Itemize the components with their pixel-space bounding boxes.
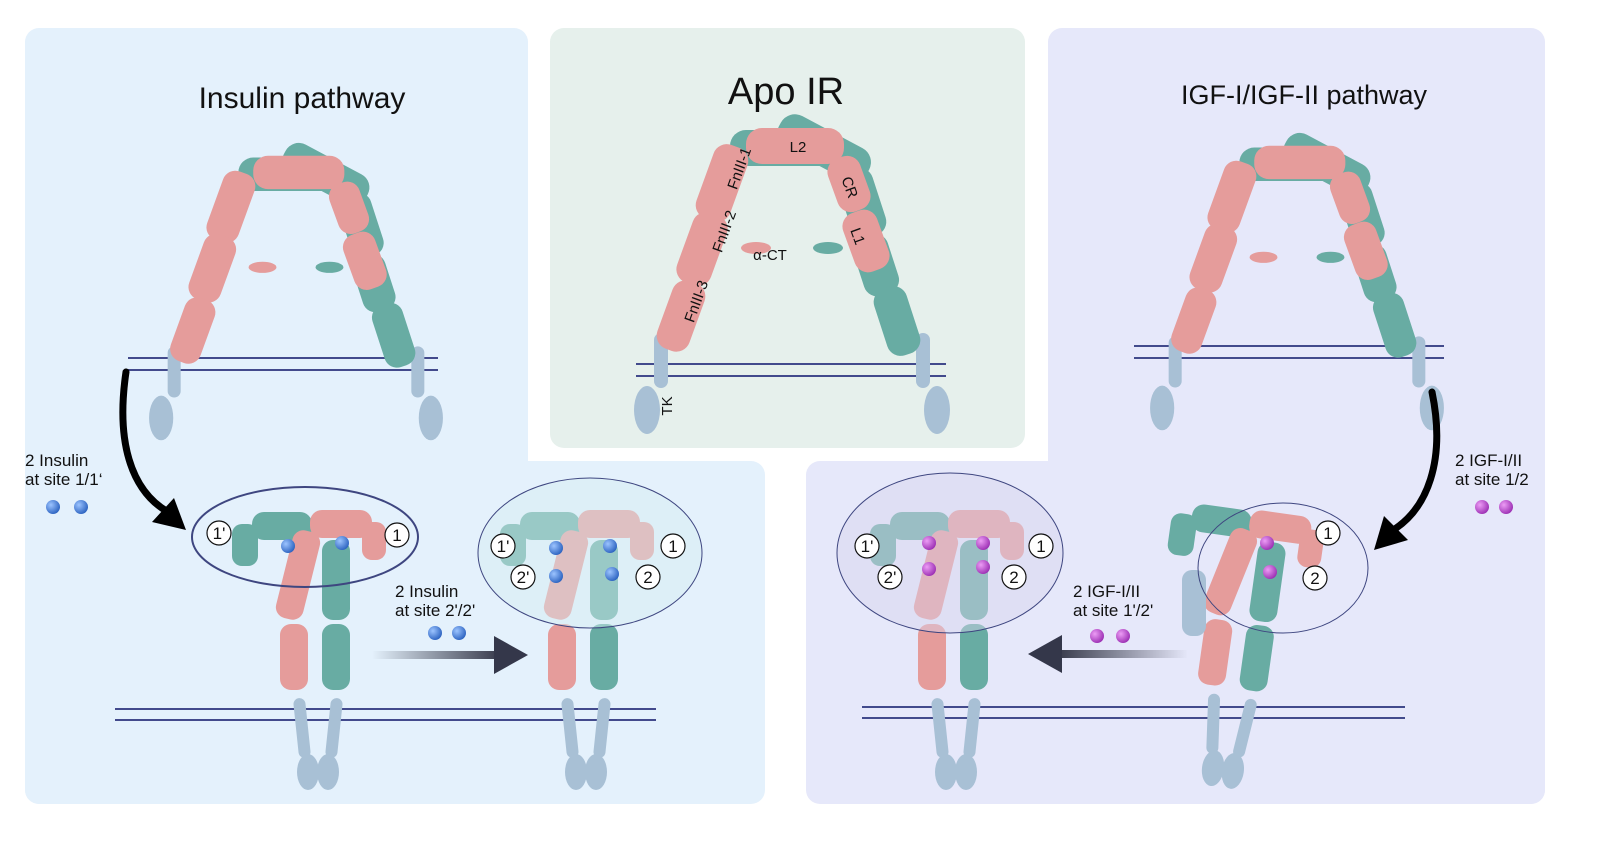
site-marker-ins2-1p: 1' [490, 533, 516, 559]
svg-text:1': 1' [497, 537, 510, 556]
svg-text:1: 1 [1036, 537, 1045, 556]
site-marker-igf2-1: 1 [1028, 533, 1054, 559]
svg-text:2: 2 [1310, 569, 1319, 588]
svg-text:2': 2' [884, 568, 897, 587]
site-marker-igf2-2p: 2' [877, 564, 903, 590]
free-igf-ligands-step2 [1090, 629, 1130, 643]
site-marker-igf2-1p: 1' [854, 533, 880, 559]
igf-step2-label-line2: at site 1'/2' [1073, 601, 1153, 620]
free-insulin-ligands-step1 [46, 500, 88, 514]
site-marker-ins1-1: 1 [384, 522, 410, 548]
igf-step1-label-line1: 2 IGF-I/II [1455, 451, 1522, 470]
svg-text:2: 2 [643, 568, 652, 587]
insulin-step1-label-line2: at site 1/1‘ [25, 470, 103, 489]
svg-text:1: 1 [1323, 524, 1332, 543]
svg-text:1: 1 [392, 526, 401, 545]
site-marker-igf1-2: 2 [1302, 565, 1328, 591]
bound-igf-ligands [922, 536, 1277, 579]
svg-text:1: 1 [668, 537, 677, 556]
domain-label-tk: TK [659, 396, 676, 415]
igf-panel-title: IGF-I/IGF-II pathway [1181, 80, 1428, 110]
domain-label-l1: L1 [846, 226, 868, 247]
insulin-site-ellipse-1 [191, 486, 419, 588]
igf-step2-label-line1: 2 IGF-I/II [1073, 582, 1140, 601]
svg-text:1': 1' [213, 524, 226, 543]
svg-text:1': 1' [861, 537, 874, 556]
svg-text:2: 2 [1009, 568, 1018, 587]
insulin-step2-label-line2: at site 2'/2' [395, 601, 475, 620]
site-marker-ins2-2: 2 [635, 564, 661, 590]
domain-label-act: α-CT [753, 247, 787, 264]
insulin-site-ellipse-2 [477, 477, 703, 629]
apo-panel-title: Apo IR [728, 71, 844, 113]
insulin-panel-title: Insulin pathway [199, 82, 406, 115]
domain-label-cr: CR [838, 174, 861, 200]
site-marker-ins2-2p: 2' [510, 564, 536, 590]
insulin-step1-label-line1: 2 Insulin [25, 451, 88, 470]
site-marker-ins2-1: 1 [660, 533, 686, 559]
free-insulin-ligands-step2 [428, 626, 466, 640]
igf-site-ellipse-2 [836, 472, 1064, 634]
igf-step1-arrow [1374, 388, 1441, 550]
igf-site-ellipse-1 [1197, 502, 1369, 634]
free-igf-ligands-step1 [1475, 500, 1513, 514]
insulin-step2-label-line1: 2 Insulin [395, 582, 458, 601]
site-marker-igf1-1: 1 [1315, 520, 1341, 546]
igf-step1-label-line2: at site 1/2 [1455, 470, 1529, 489]
membrane-igf-bottom [862, 706, 1405, 719]
igf-step2-arrow [1028, 635, 1188, 673]
bound-insulin-ligands [281, 536, 619, 583]
igf-receptor-one-bound [1135, 498, 1327, 797]
domain-label-l2: L2 [790, 139, 807, 156]
site-marker-ins1-1p: 1' [206, 520, 232, 546]
site-marker-igf2-2: 2 [1001, 564, 1027, 590]
insulin-step1-arrow [119, 368, 186, 530]
membrane-apo [636, 363, 946, 377]
svg-text:2': 2' [517, 568, 530, 587]
insulin-step2-arrow [372, 636, 528, 674]
